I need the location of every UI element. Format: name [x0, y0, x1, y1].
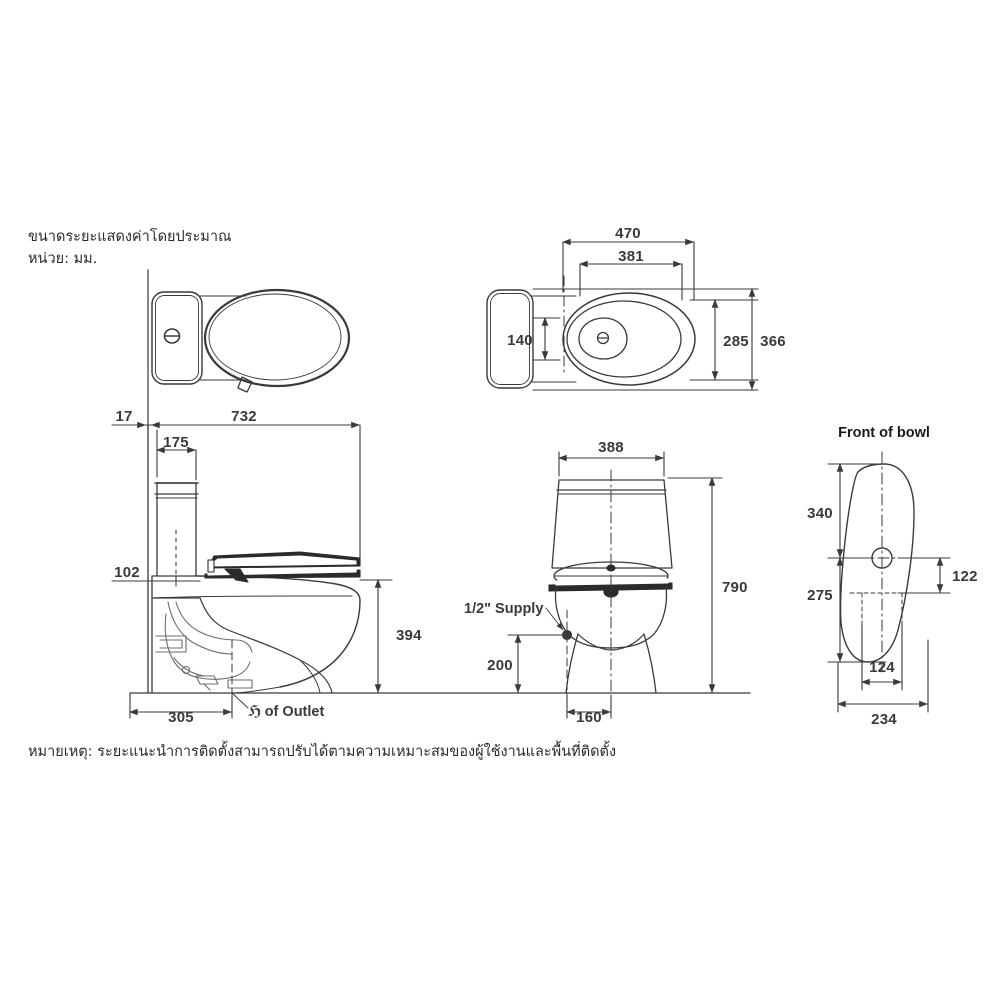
dim-381: 381	[618, 248, 644, 265]
dim-140: 140	[507, 332, 533, 349]
dim-175: 175	[163, 434, 189, 451]
dim-394: 394	[396, 627, 422, 644]
dim-17: 17	[115, 408, 132, 425]
dim-275: 275	[807, 587, 833, 604]
dim-285: 285	[723, 333, 749, 350]
dim-388: 388	[598, 439, 624, 456]
units-note-line2: หน่วย: มม.	[28, 251, 98, 268]
dim-732: 732	[231, 408, 257, 425]
footer-note: หมายเหตุ: ระยะแนะนำการติดตั้งสามารถปรับไ…	[28, 744, 617, 760]
dim-200: 200	[487, 657, 513, 674]
view-front-elevation	[507, 451, 723, 719]
units-note-line1: ขนาดระยะแสดงค่าโดยประมาณ	[28, 229, 232, 245]
dim-160: 160	[576, 709, 602, 726]
dim-366: 366	[760, 333, 786, 350]
dim-340: 340	[807, 505, 833, 522]
view-plan-bowl	[486, 238, 759, 391]
view-bowl-footprint	[827, 451, 951, 713]
supply-label: 1/2" Supply	[464, 601, 543, 617]
view-side-elevation	[111, 421, 751, 719]
dim-102: 102	[114, 564, 140, 581]
view-top-with-seat	[147, 269, 351, 431]
dim-305: 305	[168, 709, 194, 726]
front-of-bowl-title: Front of bowl	[838, 425, 930, 441]
units-note: ขนาดระยะแสดงค่าโดยประมาณ หน่วย: มม.	[28, 226, 231, 271]
dim-470: 470	[615, 225, 641, 242]
dim-790: 790	[722, 579, 748, 596]
dim-234: 234	[871, 711, 897, 728]
dim-124: 124	[869, 659, 895, 676]
dim-122: 122	[952, 568, 978, 585]
